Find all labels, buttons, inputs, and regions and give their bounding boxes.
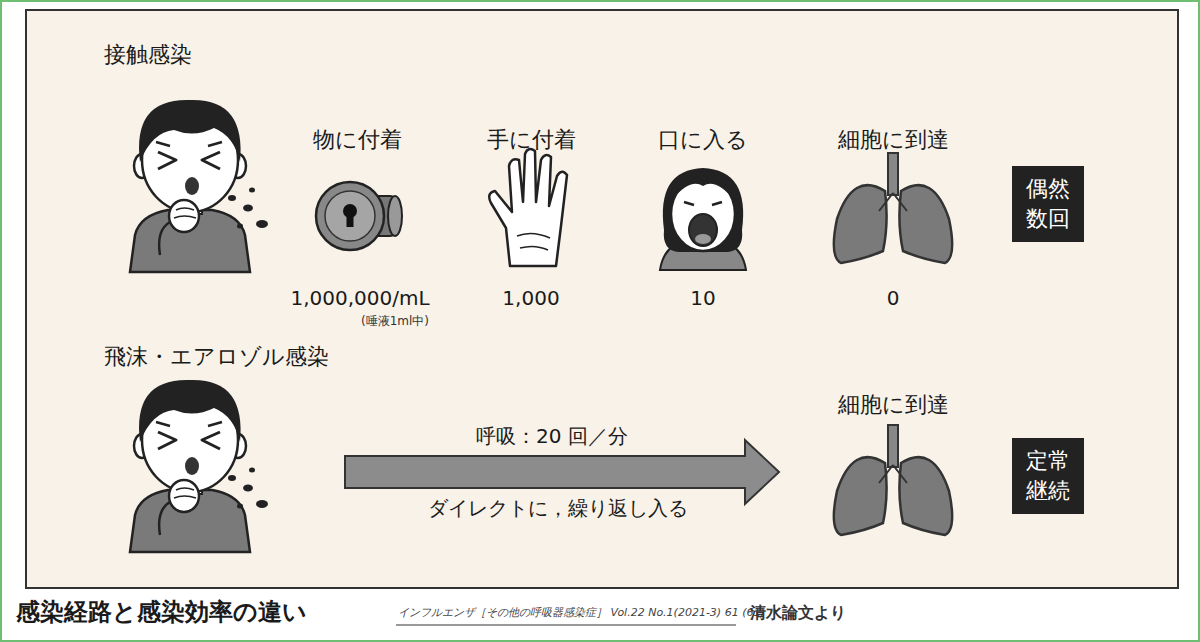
girl-open-mouth [660, 168, 746, 270]
lungs-icon [834, 153, 952, 263]
result-box: 偶然 数回 [1012, 166, 1084, 241]
label-text: (唾液1ml中) [361, 314, 429, 328]
label-text: 手に付着 [487, 127, 576, 152]
label-text: 呼吸：20 回／分 [476, 424, 628, 448]
label-text: 物に付着 [313, 127, 402, 152]
label-text: 呼吸：20 回／分 [476, 424, 628, 448]
label-text: 物に付着 [313, 127, 402, 153]
label-text: 細胞に到達 [838, 392, 949, 417]
label-text: 飛沫・エアロゾル感染 [104, 344, 329, 369]
doorknob-icon [388, 196, 402, 236]
hand-icon [517, 233, 550, 250]
label-text: インフルエンザ［その他の呼吸器感染症］ Vol.22 No.1(2021-3) … [398, 606, 765, 619]
label-text: 0 [887, 286, 900, 310]
airflow-arrow [345, 440, 779, 504]
label-text: 10 [690, 286, 715, 310]
lungs-icon [834, 425, 952, 535]
label-text: 接触感染 [104, 42, 192, 68]
label-text: 手に付着 [487, 127, 576, 153]
doorknob-icon [316, 182, 384, 250]
doorknob-icon [325, 191, 375, 241]
label-text: (唾液1ml中) [361, 314, 429, 328]
doorknob-icon [347, 212, 354, 227]
hand-icon [489, 149, 567, 266]
label-text: 口に入る [658, 127, 748, 153]
girl-open-mouth [695, 234, 711, 244]
label-text: 清水論文より [750, 603, 846, 622]
coughing-boy [130, 380, 268, 552]
label-text: 1,000 [502, 286, 559, 310]
citation-underline [396, 624, 736, 626]
label-text: 細胞に到達 [838, 127, 949, 152]
label-text: 口に入る [658, 127, 748, 152]
result-text: 定常 継続 [1023, 446, 1074, 505]
label-text: インフルエンザ［その他の呼吸器感染症］ Vol.22 No.1(2021-3) … [398, 606, 765, 619]
label-text: 飛沫・エアロゾル感染 [104, 344, 329, 370]
result-box: 定常 継続 [1012, 438, 1084, 513]
girl-open-mouth [684, 202, 722, 205]
panel-frame [26, 10, 1178, 588]
girl-open-mouth [663, 168, 743, 252]
coughing-boy [130, 100, 268, 552]
label-text: 10 [690, 286, 715, 310]
label-text: 1,000,000/mL [290, 286, 429, 310]
label-text: ダイレクトに，繰り返し入る [428, 496, 688, 520]
result-text: 偶然 数回 [1023, 174, 1074, 233]
label-text: 細胞に到達 [838, 127, 949, 153]
girl-open-mouth [689, 214, 717, 246]
label-text: 清水論文より [750, 603, 846, 622]
label-text: 1,000,000/mL [290, 286, 429, 310]
lungs-icon [834, 153, 952, 535]
caption: 感染経路と感染効率の違い [16, 598, 307, 627]
label-text: 0 [887, 286, 900, 310]
label-text: 細胞に到達 [838, 392, 949, 418]
girl-open-mouth [671, 177, 735, 251]
coughing-boy [130, 100, 268, 272]
label-text: 1,000 [502, 286, 559, 310]
girl-open-mouth [672, 176, 734, 200]
caption: 感染経路と感染効率の違い [16, 598, 307, 626]
doorknob-icon [316, 182, 402, 250]
label-text: 接触感染 [104, 42, 192, 67]
label-text: ダイレクトに，繰り返し入る [428, 496, 688, 520]
hand-icon [489, 149, 567, 266]
